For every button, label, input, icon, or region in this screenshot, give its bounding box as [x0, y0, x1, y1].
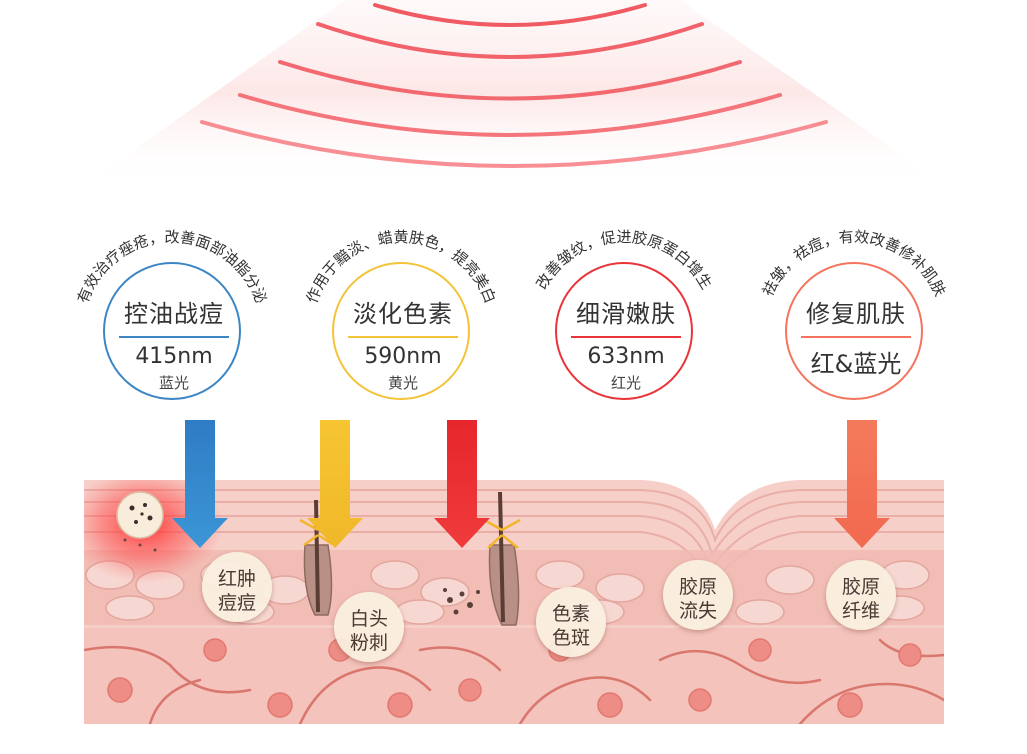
- treatment-title: 修复肌肤: [806, 300, 906, 328]
- skin-label-line1: 胶原: [678, 576, 717, 598]
- light-type: 红光: [610, 374, 641, 392]
- divider: [348, 336, 458, 338]
- down-arrow-icon: [834, 420, 890, 548]
- skin-label-line1: 胶原: [841, 576, 880, 598]
- pimple-icon: [116, 491, 164, 552]
- arc-description: 改善皱纹，促进胶原蛋白增生: [533, 228, 716, 292]
- down-arrow-icon: [172, 420, 228, 548]
- skin-label-line2: 粉刺: [349, 632, 388, 654]
- divider: [801, 336, 911, 338]
- arc-description: 有效治疗痤疮，改善面部油脂分泌: [74, 228, 270, 306]
- skin-label-bubble: 胶原 纤维: [826, 560, 896, 630]
- treatment-title: 控油战痘: [124, 300, 224, 328]
- divider: [119, 336, 229, 338]
- wavelength: 590nm: [364, 344, 442, 369]
- wavelength: 415nm: [135, 344, 213, 369]
- light-type: 黄光: [387, 374, 418, 392]
- skin-label-line2: 痘痘: [217, 592, 256, 614]
- arc-description: 作用于黯淡、蜡黄肤色，提亮美白: [303, 228, 499, 306]
- light-type: 蓝光: [158, 374, 189, 392]
- wavelength: 633nm: [587, 344, 665, 369]
- skin-label-bubble: 白头 粉刺: [334, 592, 404, 662]
- divider: [571, 336, 681, 338]
- treatment-card-blue: 控油战痘 415nm 蓝光: [103, 262, 241, 400]
- skin-label-line2: 流失: [678, 600, 717, 622]
- treatment-card-red: 细滑嫩肤 633nm 红光: [555, 262, 693, 400]
- skin-label-line2: 纤维: [841, 600, 880, 622]
- skin-label-bubble: 色素 色斑: [536, 587, 606, 657]
- light-wave-icon: [85, 0, 945, 185]
- treatment-title: 淡化色素: [353, 300, 453, 328]
- pigment-dots-icon: [443, 588, 480, 615]
- light-type: 红&蓝光: [810, 350, 902, 378]
- skin-label-bubble: 胶原 流失: [663, 560, 733, 630]
- treatment-card-yellow: 淡化色素 590nm 黄光: [332, 262, 470, 400]
- arc-description: 祛皱，祛痘，有效改善修补肌肤: [759, 228, 949, 299]
- skin-label-bubble: 红肿 痘痘: [202, 552, 272, 622]
- hair-follicle-icon: [483, 491, 521, 626]
- down-arrow-icon: [307, 420, 363, 548]
- skin-label-line1: 色素: [551, 603, 590, 625]
- skin-label-line1: 红肿: [217, 568, 256, 590]
- down-arrow-icon: [434, 420, 490, 548]
- skin-label-line1: 白头: [349, 608, 388, 630]
- treatment-card-salmon: 修复肌肤 红&蓝光: [785, 262, 923, 400]
- treatment-title: 细滑嫩肤: [576, 300, 676, 328]
- skin-label-line2: 色斑: [551, 627, 590, 649]
